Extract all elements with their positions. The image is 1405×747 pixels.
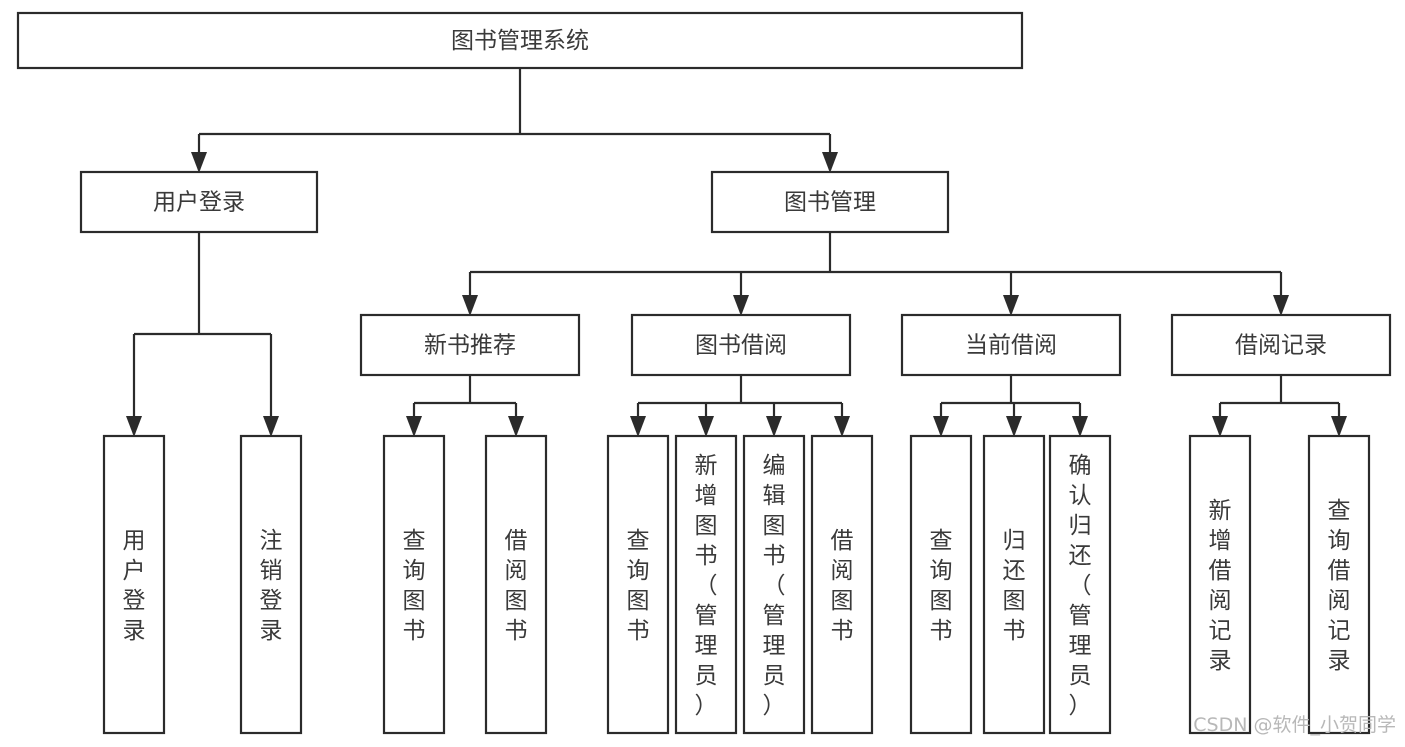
node-box[interactable]	[79, 170, 319, 234]
arrow-head-icon	[1072, 416, 1088, 437]
node-label: 新增借阅记录	[1209, 498, 1232, 674]
arrow-head-icon	[698, 416, 714, 437]
node-leaf-user-login[interactable]: 用户登录	[102, 434, 166, 735]
arrow-head-icon	[766, 416, 782, 437]
node-label: 借阅图书	[505, 528, 528, 644]
node-box[interactable]	[909, 434, 973, 735]
node-box[interactable]	[606, 434, 670, 735]
node-current-borrow[interactable]: 当前借阅	[900, 313, 1122, 377]
node-box[interactable]	[484, 434, 548, 735]
watermark-label: CSDN @软件_小贺同学	[1193, 714, 1396, 736]
node-new-book-rec[interactable]: 新书推荐	[359, 313, 581, 377]
node-label: 用户登录	[123, 528, 146, 644]
node-leaf-borrow-lend[interactable]: 借阅图书	[810, 434, 874, 735]
arrow-head-icon	[462, 295, 478, 316]
node-box[interactable]	[102, 434, 166, 735]
node-book-manage[interactable]: 图书管理	[710, 170, 950, 234]
connector-group-book-manage	[462, 232, 1289, 316]
arrow-head-icon	[933, 416, 949, 437]
node-box[interactable]	[359, 313, 581, 377]
node-leaf-rec-query[interactable]: 查询图书	[382, 434, 446, 735]
node-user-login[interactable]: 用户登录	[79, 170, 319, 234]
node-leaf-cur-query[interactable]: 查询图书	[909, 434, 973, 735]
arrow-head-icon	[822, 152, 838, 173]
node-leaf-rec-borrow[interactable]: 借阅图书	[484, 434, 548, 735]
arrow-head-icon	[1273, 295, 1289, 316]
arrow-head-icon	[508, 416, 524, 437]
node-label: 查询图书	[930, 528, 953, 644]
node-label: 归还图书	[1003, 528, 1026, 644]
node-leaf-user-logout[interactable]: 注销登录	[239, 434, 303, 735]
node-label: 查询借阅记录	[1328, 498, 1351, 674]
node-label: 图书借阅	[695, 333, 787, 359]
node-leaf-cur-confirm[interactable]: 确认归还（管理员）	[1048, 434, 1112, 735]
arrow-head-icon	[1212, 416, 1228, 437]
node-label: 查询图书	[403, 528, 426, 644]
connector-group-new-book-rec	[406, 375, 524, 437]
node-box[interactable]	[674, 434, 738, 735]
node-label: 编辑图书（管理员）	[763, 453, 786, 719]
node-box[interactable]	[710, 170, 950, 234]
node-label: 确认归还（管理员）	[1069, 453, 1092, 719]
arrow-head-icon	[1006, 416, 1022, 437]
arrow-head-icon	[1331, 416, 1347, 437]
node-leaf-borrow-query[interactable]: 查询图书	[606, 434, 670, 735]
node-box[interactable]	[810, 434, 874, 735]
node-label: 当前借阅	[965, 333, 1057, 359]
node-box[interactable]	[16, 11, 1024, 70]
node-box[interactable]	[1188, 434, 1252, 735]
node-box[interactable]	[630, 313, 852, 377]
node-box[interactable]	[982, 434, 1046, 735]
connector-group-book-borrow	[630, 375, 850, 437]
node-leaf-rec-query2[interactable]: 查询借阅记录	[1307, 434, 1371, 735]
arrow-head-icon	[126, 416, 142, 437]
node-box[interactable]	[1307, 434, 1371, 735]
node-root[interactable]: 图书管理系统	[16, 11, 1024, 70]
arrow-head-icon	[834, 416, 850, 437]
connector-layer	[126, 68, 1347, 437]
node-box[interactable]	[900, 313, 1122, 377]
node-box[interactable]	[382, 434, 446, 735]
connector-group-current-borrow	[933, 375, 1088, 437]
node-box[interactable]	[1170, 313, 1392, 377]
arrow-head-icon	[263, 416, 279, 437]
node-label: 用户登录	[153, 190, 245, 216]
node-book-borrow[interactable]: 图书借阅	[630, 313, 852, 377]
node-box[interactable]	[1048, 434, 1112, 735]
node-label: 新书推荐	[424, 333, 516, 359]
arrow-head-icon	[191, 152, 207, 173]
connector-group-root	[191, 68, 838, 173]
node-label: 新增图书（管理员）	[695, 453, 718, 719]
node-label: 查询图书	[627, 528, 650, 644]
node-layer: 图书管理系统用户登录图书管理新书推荐图书借阅当前借阅借阅记录用户登录注销登录查询…	[16, 11, 1392, 735]
arrow-head-icon	[630, 416, 646, 437]
node-label: 借阅图书	[831, 528, 854, 644]
connector-group-user-login	[126, 232, 279, 437]
node-leaf-rec-add[interactable]: 新增借阅记录	[1188, 434, 1252, 735]
node-label: 图书管理	[784, 190, 876, 216]
node-box[interactable]	[239, 434, 303, 735]
node-label: 借阅记录	[1235, 333, 1327, 359]
connector-group-borrow-record	[1212, 375, 1347, 437]
arrow-head-icon	[733, 295, 749, 316]
node-label: 注销登录	[260, 528, 283, 644]
arrow-head-icon	[406, 416, 422, 437]
node-label: 图书管理系统	[451, 28, 589, 54]
arrow-head-icon	[1003, 295, 1019, 316]
node-box[interactable]	[742, 434, 806, 735]
node-leaf-borrow-add[interactable]: 新增图书（管理员）	[674, 434, 738, 735]
node-leaf-borrow-edit[interactable]: 编辑图书（管理员）	[742, 434, 806, 735]
node-borrow-record[interactable]: 借阅记录	[1170, 313, 1392, 377]
node-leaf-cur-return[interactable]: 归还图书	[982, 434, 1046, 735]
